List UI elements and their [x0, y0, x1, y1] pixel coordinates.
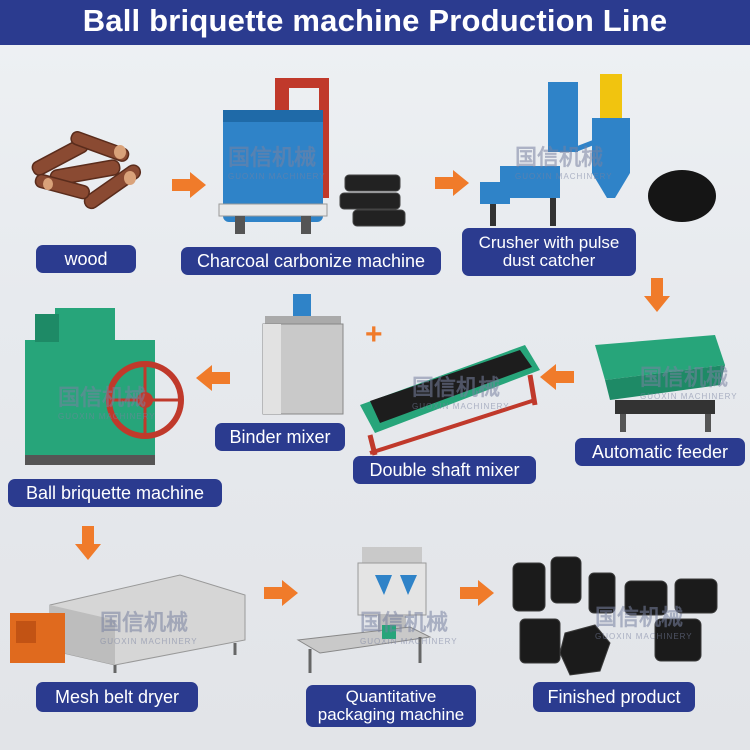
arrow-down-icon — [75, 526, 101, 560]
arrow-right-icon — [264, 580, 298, 606]
step-label-carbonize: Charcoal carbonize machine — [181, 247, 441, 275]
carbonize-furnace-image — [218, 78, 329, 234]
step-label-ball-briquette-machine: Ball briquette machine — [8, 479, 222, 507]
binder-mixer-image — [262, 294, 344, 415]
arrow-down-icon — [644, 278, 670, 312]
finished-briquettes-image — [512, 556, 718, 676]
automatic-feeder-image — [595, 335, 725, 432]
step-label-wood: wood — [36, 245, 136, 273]
step-label-double-shaft-mixer: Double shaft mixer — [353, 456, 536, 484]
step-label-automatic-feeder: Automatic feeder — [575, 438, 745, 466]
double-shaft-mixer-image — [360, 345, 540, 456]
page-title: Ball briquette machine Production Line — [82, 3, 668, 38]
title-bar — [0, 0, 750, 45]
arrow-left-icon — [196, 365, 230, 391]
charcoal-pieces-image — [339, 174, 406, 227]
step-label-mesh-belt-dryer: Mesh belt dryer — [36, 682, 198, 712]
arrow-right-icon — [460, 580, 494, 606]
plus-sign: + — [365, 318, 383, 351]
step-label-binder-mixer: Binder mixer — [215, 423, 345, 451]
wood-logs-image — [31, 131, 142, 210]
arrow-left-icon — [540, 364, 574, 390]
arrow-right-icon — [435, 170, 469, 196]
ball-briquette-machine-image — [25, 308, 184, 465]
charcoal-powder-image — [648, 170, 716, 222]
step-label-finished-product: Finished product — [533, 682, 695, 712]
arrow-right-icon — [172, 172, 206, 198]
mesh-belt-dryer-image — [10, 574, 246, 673]
crusher-dust-catcher-image — [480, 74, 630, 226]
packaging-machine-image — [296, 547, 432, 673]
